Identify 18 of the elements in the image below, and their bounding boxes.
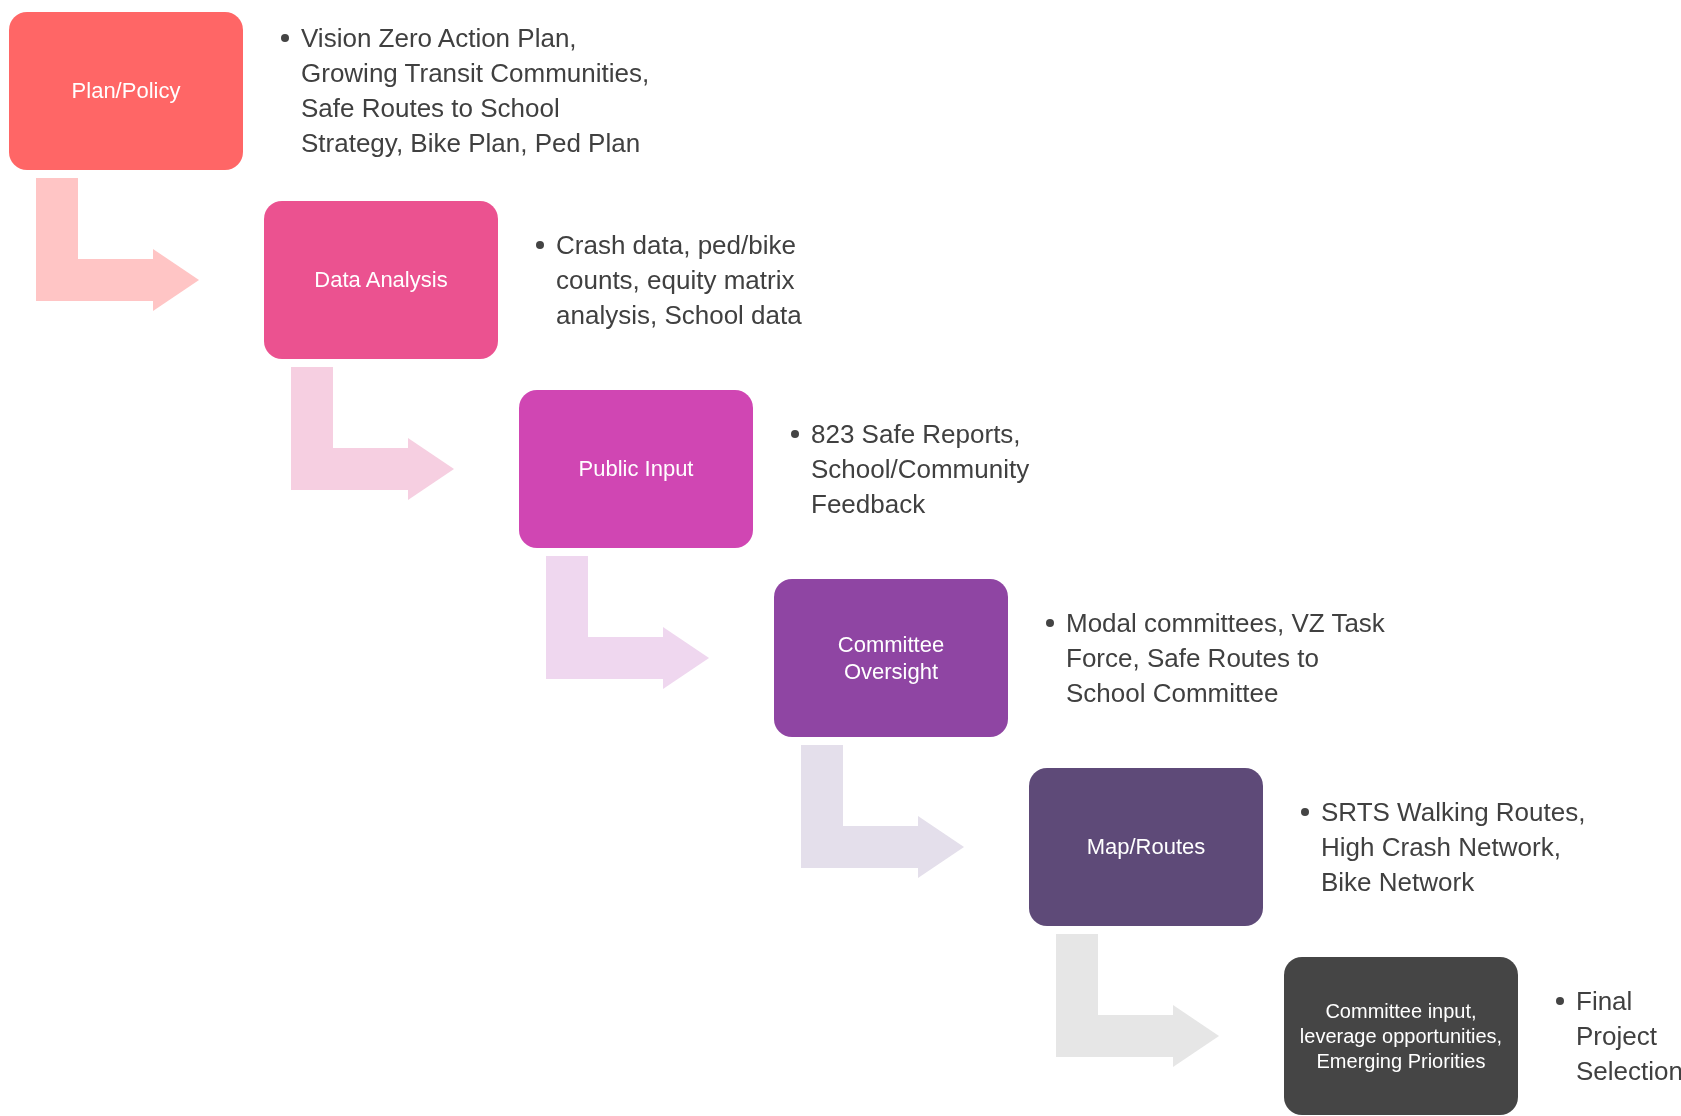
bullet-text: Crash data, ped/bike counts, equity matrix analysis, School data [556,228,803,332]
step-box [264,201,498,359]
step-box [774,579,1008,737]
step-box [1284,957,1518,1115]
step-label: Plan/Policy [71,77,181,105]
step-label: Map/Routes [1086,833,1206,861]
bullet-text: Modal committees, VZ Task Force, Safe Routes to School Committee [1066,606,1386,710]
bullet-text: Vision Zero Action Plan, Growing Transit Communities, Safe Routes to School Strategy, Bike Plan, Ped Plan [301,22,651,160]
bullet-text: Final Project Selection [1576,984,1681,1088]
step-box [9,12,243,170]
bullet-text: SRTS Walking Routes, High Crash Network, Bike Network [1321,795,1587,899]
step-label: Data Analysis [314,266,448,294]
bullet-text: 823 Safe Reports, School/Community Feedback [811,417,1031,521]
step-label: Public Input [578,455,694,483]
step-box [1029,768,1263,926]
step-label: Committee Oversight [836,630,946,686]
step-label: Committee input, leverage opportunities, Emerging Priorities [1298,998,1504,1074]
step-box [519,390,753,548]
